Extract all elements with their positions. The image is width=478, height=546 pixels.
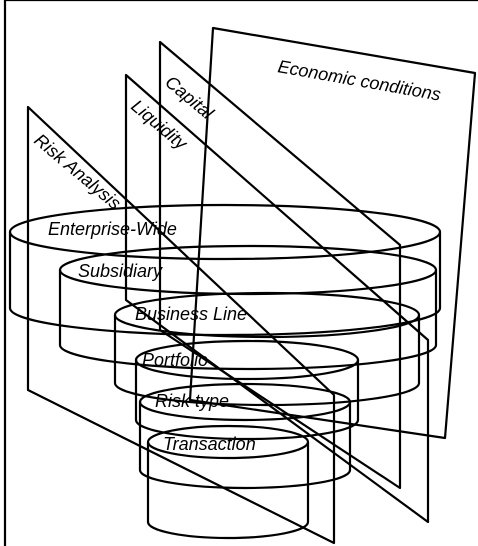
level-label-risk-type: Risk type [155, 391, 229, 411]
level-label-subsidiary: Subsidiary [78, 261, 163, 281]
level-label-business-line: Business Line [135, 304, 247, 324]
level-label-portfolio: Portfolio [142, 350, 208, 370]
level-label-transaction: Transaction [163, 434, 256, 454]
level-portfolio [134, 339, 360, 441]
plane-label-risk-analysis: Risk Analysis [30, 130, 124, 214]
plane-economic-conditions [188, 26, 477, 440]
plane-liquidity [124, 73, 430, 524]
level-business-line [113, 291, 421, 407]
frame [3, 0, 478, 546]
level-transaction [146, 424, 310, 540]
plane-capital [158, 40, 402, 490]
level-label-enterprise-wide: Enterprise-Wide [48, 219, 177, 239]
plane-risk-analysis [26, 105, 336, 545]
level-risk-type [138, 382, 352, 490]
